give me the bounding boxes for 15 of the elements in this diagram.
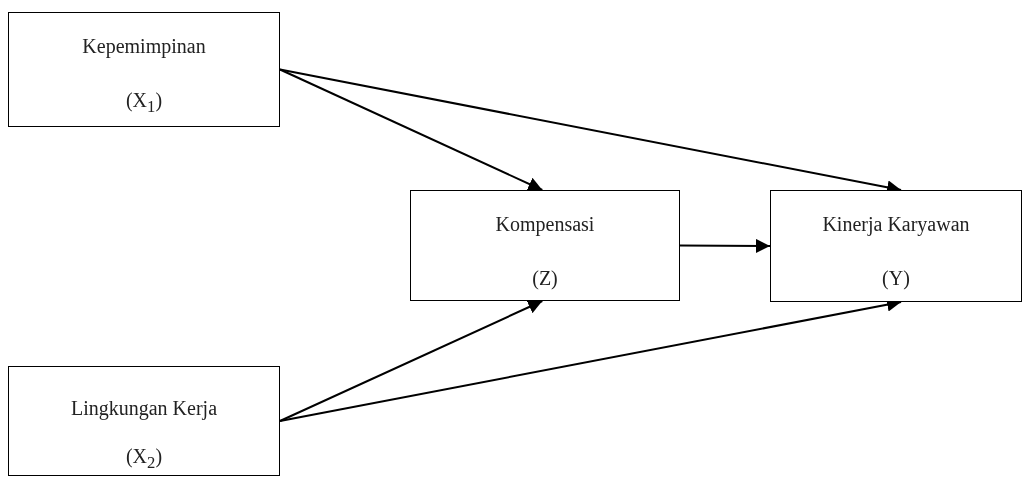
arrow (279, 68, 544, 191)
arrow (279, 300, 544, 422)
variable-box (8, 366, 280, 476)
variable-box (770, 190, 1022, 302)
variable-name: Lingkungan Kerja (69, 397, 219, 420)
variable-symbol: (X$_{1}$) (124, 89, 164, 117)
variable-name: Kinerja Karyawan (821, 213, 971, 236)
variable-name: Kepemimpinan (81, 35, 207, 58)
variable-symbol: (Z) (531, 267, 559, 290)
variable-symbol: (X$_{2}$) (124, 445, 164, 473)
variable-symbol: (Y) (881, 267, 911, 290)
variable-box (8, 12, 280, 127)
arrow (679, 238, 771, 253)
variable-box (410, 190, 680, 301)
variable-name: Kompensasi (494, 213, 596, 236)
